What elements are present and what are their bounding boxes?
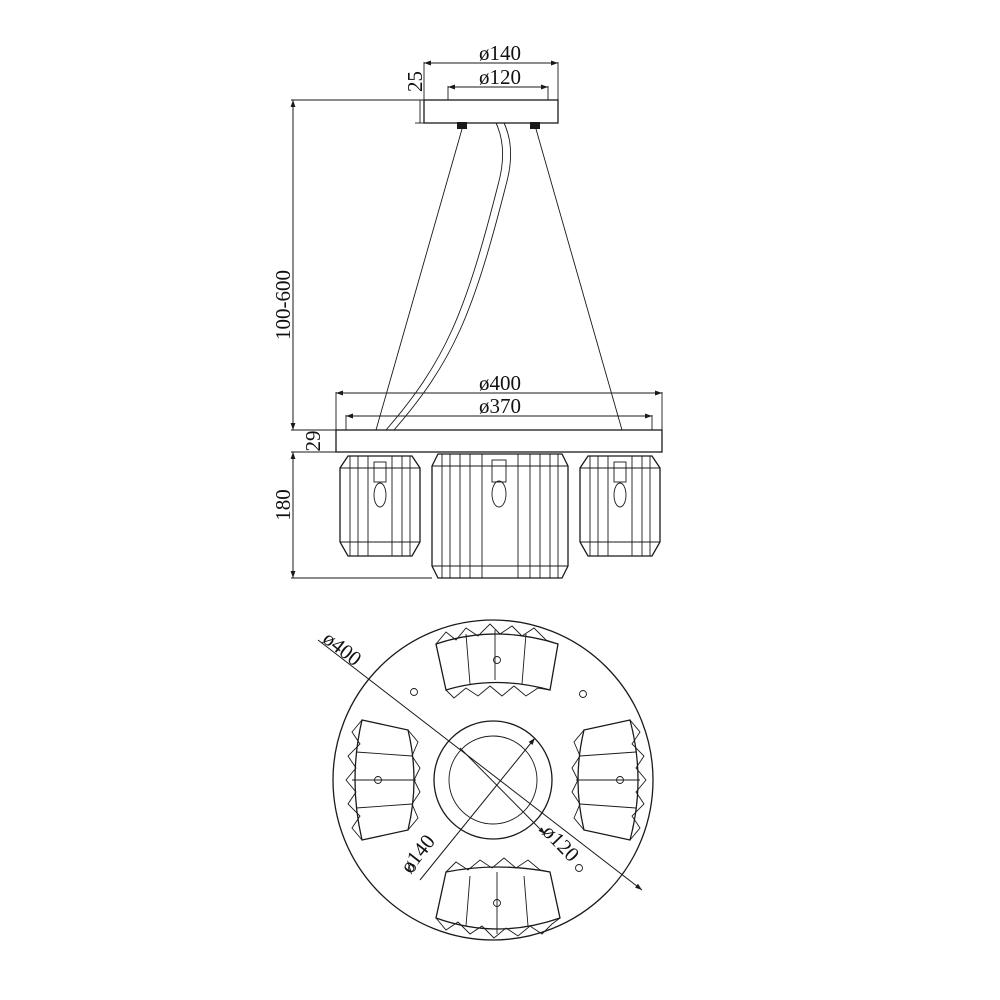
crystal-shade-bottom: [435, 857, 561, 939]
frame-inner-diameter-label: ø370: [479, 394, 521, 418]
crystal-height-dimension: 180: [271, 452, 432, 579]
crystal-shade-right: [579, 455, 661, 557]
suspension-length-dimension: 100-600: [271, 99, 424, 430]
crystal-shade-right-top-view: [571, 719, 647, 841]
crystal-height-label: 180: [271, 489, 295, 521]
canopy-outer-diameter-label: ø140: [479, 41, 521, 65]
mounting-holes: [408, 688, 587, 872]
crystal-shade-center: [431, 453, 569, 579]
canopy-diameter-dimension: ø140 ø120: [424, 41, 558, 90]
frame-diameter-dimension: ø400 ø370: [336, 371, 662, 419]
top-hub-inner-diameter-label: ø120: [538, 820, 584, 867]
hub-diameter-dimension: ø140 ø120: [395, 737, 584, 881]
canopy-inner-diameter-label: ø120: [479, 65, 521, 89]
top-view: ø400 ø140 ø120: [317, 619, 654, 941]
outer-diameter-dimension: ø400: [317, 626, 643, 891]
suspension-length-label: 100-600: [271, 270, 295, 340]
side-view: ø140 ø120 25 100-600: [271, 41, 663, 579]
suspension-cables: [375, 122, 623, 431]
frame-height-dimension: 29: [291, 429, 336, 453]
crystal-shade-top: [435, 623, 559, 699]
frame-outer-diameter-label: ø400: [479, 371, 521, 395]
top-hub-outer-diameter-label: ø140: [395, 830, 440, 878]
frame-height-label: 29: [301, 431, 325, 452]
crystal-shade-left-top-view: [345, 719, 421, 841]
top-outer-diameter-label: ø400: [318, 626, 366, 671]
base-plate-outline: [332, 619, 654, 941]
hub-inner-circle: [448, 735, 538, 825]
canopy-height-label: 25: [403, 71, 427, 92]
ceiling-canopy: [423, 62, 559, 129]
hub-outer-circle: [433, 720, 553, 840]
crystal-shade-left: [339, 455, 421, 557]
